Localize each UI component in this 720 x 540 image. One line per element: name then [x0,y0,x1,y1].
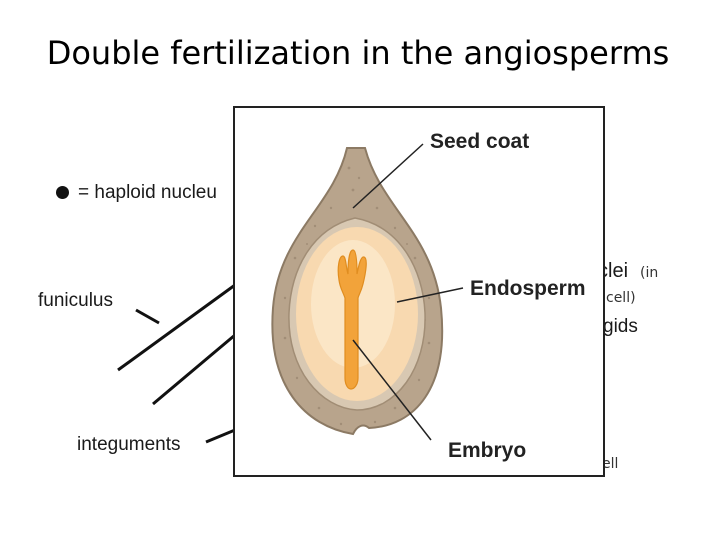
integuments-pointer [205,428,236,444]
funiculus-outline-line-1 [117,283,236,372]
embryo-shape [337,249,367,390]
synergids-label: gids [603,316,638,337]
seed-coat-pointer [352,143,424,209]
central-cell-label: cell) [606,290,636,306]
embryo-pointer [352,339,432,441]
endosperm-pointer [396,287,464,303]
embryo-label: Embryo [448,439,527,462]
slide-title: Double fertilization in the angiosperms [46,34,670,72]
funiculus-outline-line-2 [152,333,236,406]
haploid-label: = haploid nucleu [78,182,217,203]
polar-nuclei-in-label: (in [640,265,659,281]
funiculus-label: funiculus [38,290,113,311]
polar-nuclei-label: clei [598,260,629,282]
seed-diagram [271,143,464,441]
funiculus-pointer [135,308,160,325]
endosperm-label: Endosperm [470,277,586,300]
integuments-label: integuments [77,434,181,455]
seed-coat-label: Seed coat [430,130,530,153]
seed-figure-panel: Seed coat Endosperm Embryo [233,106,605,477]
egg-cell-label: ell [602,456,619,472]
haploid-nucleus-dot [56,186,69,199]
